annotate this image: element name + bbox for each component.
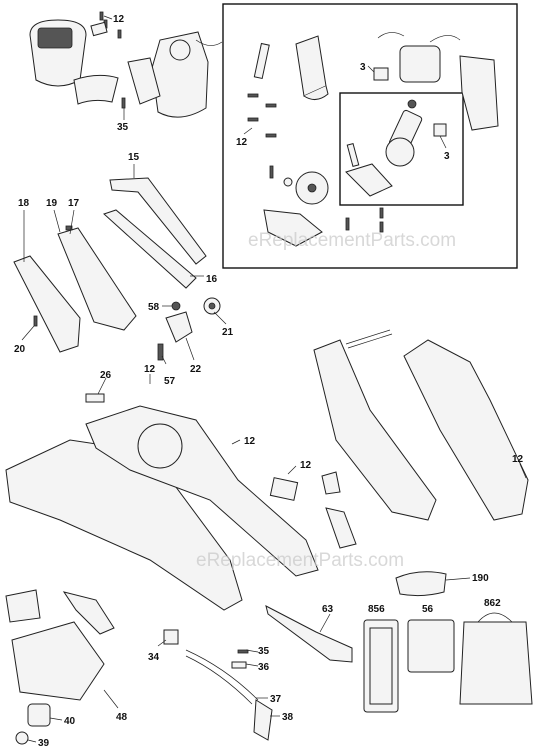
callout-35-top: 35 <box>117 122 129 133</box>
switch-34 <box>163 629 179 645</box>
motor-housing-inset <box>295 35 329 100</box>
armature <box>385 99 423 167</box>
gear-plate <box>263 207 384 247</box>
callout-22: 22 <box>190 364 202 375</box>
callout-34: 34 <box>148 652 160 663</box>
motor-end-cap <box>459 55 499 131</box>
grommet-40 <box>27 703 51 727</box>
callout-12-housing: 12 <box>244 436 256 447</box>
plate-36 <box>231 661 247 669</box>
motor-cap <box>29 19 87 87</box>
plug-38 <box>253 699 273 741</box>
gear-small-parts <box>269 165 293 187</box>
bolt-57 <box>157 343 164 361</box>
handle-half-outer <box>403 339 529 521</box>
housing-gearbox-half <box>85 405 319 577</box>
bag-862 <box>459 612 533 705</box>
clip-26 <box>85 393 105 403</box>
callout-57: 57 <box>164 376 176 387</box>
callout-3-armature: 3 <box>444 151 450 162</box>
brush-3 <box>373 67 389 81</box>
screw-35b <box>237 649 249 654</box>
clip-58 <box>171 301 181 311</box>
safety-glasses <box>395 571 447 597</box>
callout-15: 15 <box>128 152 140 163</box>
callout-17: 17 <box>68 198 80 209</box>
callout-19: 19 <box>46 198 58 209</box>
callout-58: 58 <box>148 302 160 313</box>
leader-lines <box>21 15 527 743</box>
spring-top <box>345 329 393 349</box>
blade-16 <box>103 209 197 289</box>
switch-trigger <box>321 471 357 549</box>
callout-12-inset: 12 <box>236 137 248 148</box>
field-coil <box>377 32 461 83</box>
motor-brush-holder <box>253 42 270 80</box>
watermark-bottom: eReplacementParts.com <box>196 550 404 571</box>
blade-guide-15 <box>109 177 207 265</box>
callout-16: 16 <box>206 274 218 285</box>
callout-35-bottom: 35 <box>258 646 270 657</box>
lock-button <box>62 591 115 635</box>
callout-12-bracket: 12 <box>300 460 312 471</box>
callout-190: 190 <box>472 573 489 584</box>
callout-37: 37 <box>270 694 282 705</box>
handle-half-right <box>313 339 437 521</box>
handle-side-18 <box>13 255 81 353</box>
blade-sheath-63 <box>265 605 353 663</box>
bracket-22 <box>165 311 193 343</box>
callout-21: 21 <box>222 327 234 338</box>
callout-12-mid: 12 <box>144 364 156 375</box>
callout-38: 38 <box>282 712 294 723</box>
callout-12-top: 12 <box>113 14 125 25</box>
callout-856: 856 <box>368 604 385 615</box>
screws-inset <box>247 93 277 138</box>
knob-21 <box>203 297 221 315</box>
manual-856 <box>363 619 399 713</box>
callout-56: 56 <box>422 604 434 615</box>
callout-40: 40 <box>64 716 76 727</box>
callout-39: 39 <box>38 738 50 749</box>
callout-12-right: 12 <box>512 454 524 465</box>
handle-side-17 <box>57 225 137 331</box>
callout-26: 26 <box>100 370 112 381</box>
lever-12-bracket <box>269 477 299 501</box>
armature-detail-box <box>339 92 464 206</box>
screw-20 <box>33 315 38 327</box>
callout-63: 63 <box>322 604 334 615</box>
screw-set-top <box>90 11 122 39</box>
watermark-top: eReplacementParts.com <box>248 230 456 251</box>
cord-protector-48 <box>11 621 105 701</box>
oil-56 <box>407 619 455 673</box>
drive-gear <box>295 171 329 205</box>
callout-48: 48 <box>116 712 128 723</box>
callout-18: 18 <box>18 198 30 209</box>
brush-3b <box>433 123 447 137</box>
motor-detail-box <box>222 3 518 269</box>
cap-shield <box>73 74 119 105</box>
gear-housing-inset <box>345 142 393 197</box>
trigger-blade <box>5 589 41 623</box>
callout-3-inset: 3 <box>360 62 366 73</box>
motor-assembly <box>121 31 223 118</box>
nut-39 <box>15 731 29 745</box>
callout-862: 862 <box>484 598 501 609</box>
callout-20: 20 <box>14 344 26 355</box>
callout-36: 36 <box>258 662 270 673</box>
wire-37 <box>185 649 259 705</box>
